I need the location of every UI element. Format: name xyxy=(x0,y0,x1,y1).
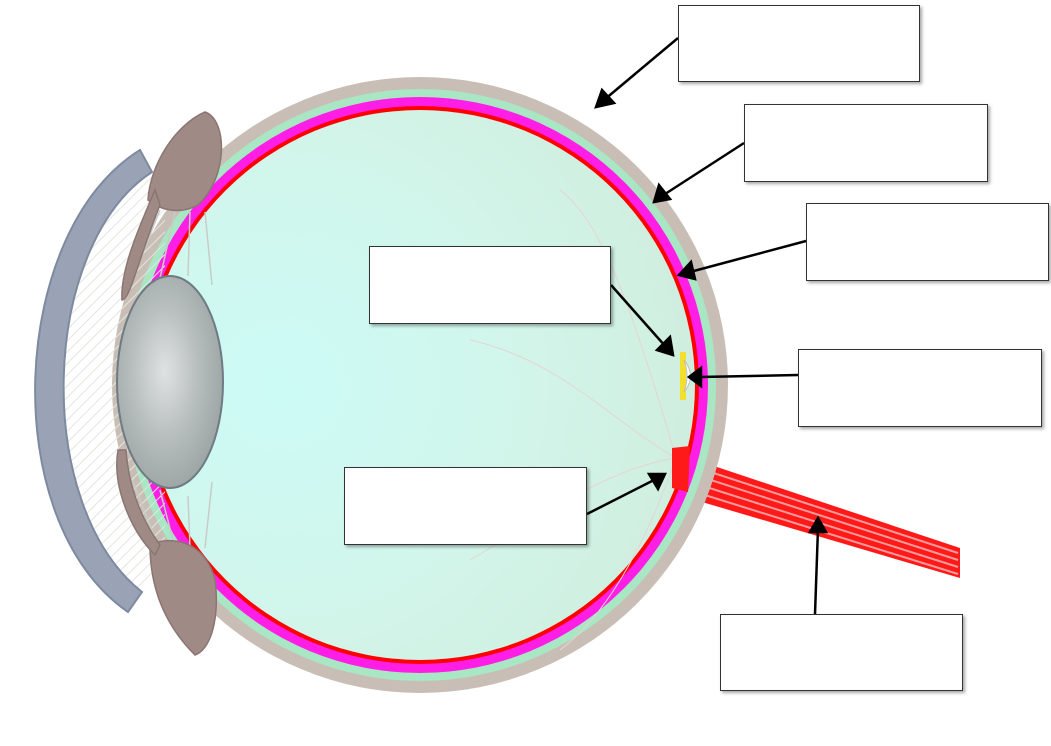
arrow-4 xyxy=(610,284,667,348)
arrowhead-6 xyxy=(646,472,667,492)
iris-upper xyxy=(121,111,223,301)
anterior-segment xyxy=(34,148,165,614)
label-box-3[interactable] xyxy=(806,203,1049,281)
arrow-7 xyxy=(813,527,820,615)
anterior-chamber xyxy=(55,162,165,600)
arrowhead-1 xyxy=(594,87,617,109)
arrow-6 xyxy=(586,477,657,516)
label-box-7[interactable] xyxy=(720,614,963,691)
arrow-3 xyxy=(689,239,807,274)
label-box-5[interactable] xyxy=(798,349,1042,427)
optic-disc xyxy=(672,446,690,492)
cornea xyxy=(34,148,154,614)
arrow-2 xyxy=(661,141,745,198)
label-box-2[interactable] xyxy=(744,104,988,182)
arrow-1 xyxy=(603,37,679,101)
arrow-5 xyxy=(699,373,799,379)
pointer-arrows xyxy=(586,37,829,615)
lens xyxy=(116,275,224,489)
arrowhead-5 xyxy=(686,365,703,389)
vitreous-body xyxy=(145,110,695,660)
arrowhead-2 xyxy=(652,182,673,204)
arrowhead-7 xyxy=(807,515,829,534)
fovea xyxy=(680,352,691,400)
arrowhead-4 xyxy=(654,334,675,357)
label-box-4[interactable] xyxy=(369,246,611,324)
label-box-6[interactable] xyxy=(344,467,587,545)
arrowhead-3 xyxy=(676,259,697,281)
label-box-1[interactable] xyxy=(678,5,920,82)
iris-lower xyxy=(116,449,218,656)
